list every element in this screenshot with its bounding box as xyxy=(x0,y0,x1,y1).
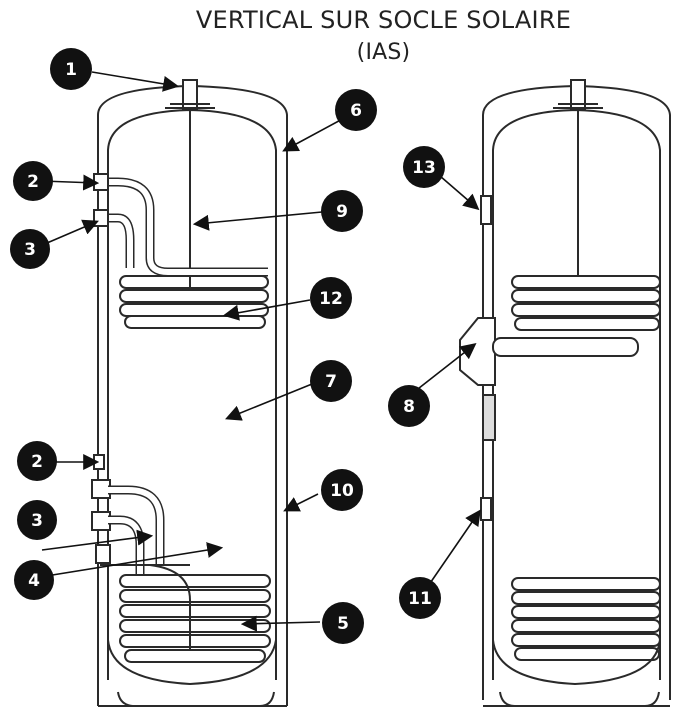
right-outer-casing xyxy=(482,84,671,700)
callout-5: 5 xyxy=(322,602,364,644)
callout-11: 11 xyxy=(399,577,441,619)
callout-2-lower: 2 xyxy=(17,441,57,481)
callout-8: 8 xyxy=(388,385,430,427)
svg-text:6: 6 xyxy=(350,101,362,121)
callout-9: 9 xyxy=(321,190,363,232)
heating-element xyxy=(492,337,639,357)
callout-10: 10 xyxy=(321,469,363,511)
diagram-subtitle: (IAS) xyxy=(356,40,411,65)
right-tank xyxy=(459,79,671,707)
callout-7: 7 xyxy=(310,360,352,402)
callout-1: 1 xyxy=(50,48,92,90)
svg-text:11: 11 xyxy=(408,589,432,609)
svg-text:2: 2 xyxy=(31,452,43,472)
callout-12: 12 xyxy=(310,277,352,319)
svg-text:5: 5 xyxy=(337,614,349,634)
diagram-title: VERTICAL SUR SOCLE SOLAIRE xyxy=(195,6,572,34)
leader-lines xyxy=(39,71,481,632)
svg-text:12: 12 xyxy=(319,289,343,309)
svg-text:7: 7 xyxy=(325,372,337,392)
svg-text:10: 10 xyxy=(330,481,354,501)
left-tank xyxy=(91,79,288,707)
callout-3-lower: 3 xyxy=(17,500,57,540)
svg-text:1: 1 xyxy=(65,60,77,80)
callout-4: 4 xyxy=(14,560,54,600)
svg-text:13: 13 xyxy=(412,158,436,178)
callout-6: 6 xyxy=(335,89,377,131)
svg-text:3: 3 xyxy=(31,511,43,531)
right-inner-vessel xyxy=(492,108,661,680)
callout-13: 13 xyxy=(403,146,445,188)
svg-text:2: 2 xyxy=(27,172,39,192)
svg-text:4: 4 xyxy=(28,571,40,591)
svg-text:3: 3 xyxy=(24,240,36,260)
callout-2: 2 xyxy=(13,161,53,201)
svg-text:9: 9 xyxy=(336,202,348,222)
svg-text:8: 8 xyxy=(403,397,415,417)
left-inner-vessel xyxy=(107,108,277,680)
callout-3: 3 xyxy=(10,229,50,269)
